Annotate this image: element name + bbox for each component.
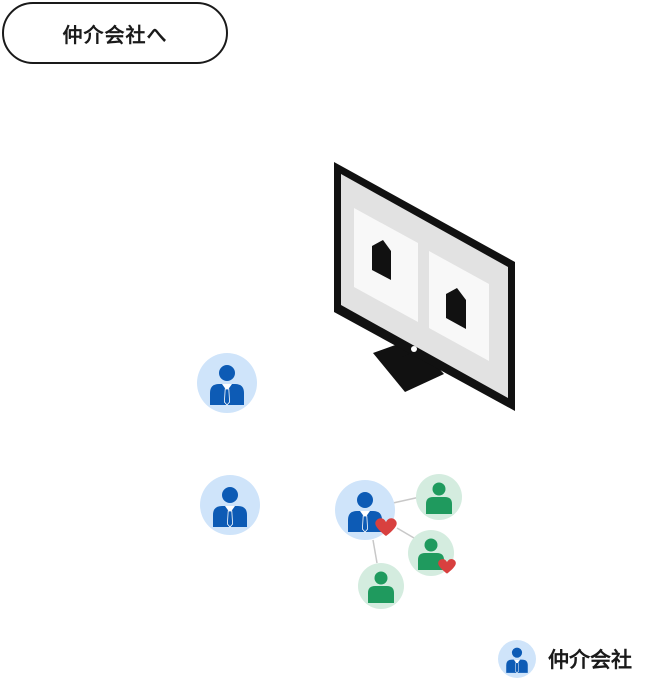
house-icon <box>446 288 466 329</box>
customer-person-icon <box>416 474 462 520</box>
monitor-icon <box>334 162 515 411</box>
agent-person-icon <box>498 640 536 678</box>
agent-person-icon <box>199 474 261 536</box>
to-agency-button-label: 仲介会社へ <box>62 22 168 47</box>
to-agency-button[interactable]: 仲介会社へ <box>2 2 228 64</box>
legend-label: 仲介会社 <box>548 648 632 672</box>
connection-lines <box>372 496 421 564</box>
monitor-stand <box>373 339 444 392</box>
agent-person-icon <box>196 352 258 414</box>
legend: 仲介会社 <box>498 638 632 680</box>
house-icon <box>372 240 391 280</box>
customer-person-icon <box>358 563 404 609</box>
